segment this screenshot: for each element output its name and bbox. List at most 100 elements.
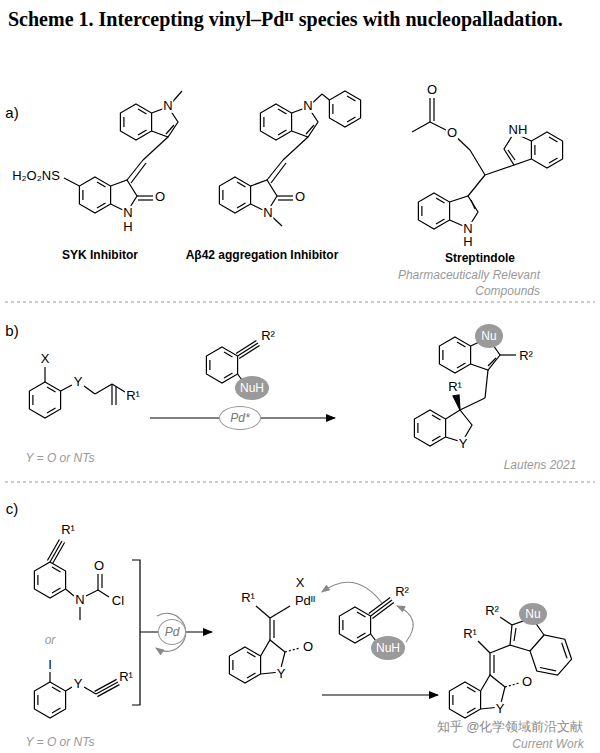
atom-label: O (446, 126, 458, 140)
structure-bonds (493, 655, 494, 673)
atom-label: N (262, 206, 273, 220)
structure-bonds (285, 648, 300, 652)
structure-bonds (504, 133, 531, 165)
structure-bonds (260, 104, 291, 140)
structure-bonds (478, 641, 490, 653)
structure-bonds (95, 384, 112, 394)
structure-bonds (206, 347, 237, 383)
structure-bonds (111, 384, 112, 405)
atom-label: R² (260, 329, 276, 343)
structure-bonds (269, 618, 270, 640)
structure-bonds (50, 541, 62, 562)
atom-label: R¹ (240, 591, 256, 605)
structure-bonds (239, 346, 259, 359)
atom-label: N (122, 206, 133, 220)
panel-divider (5, 302, 595, 303)
structure-bonds (500, 354, 516, 355)
structure-bonds (485, 370, 488, 398)
structure-bonds (120, 104, 151, 140)
structure-bonds (84, 386, 95, 394)
note-text: Y = O or NTs (25, 451, 94, 465)
structure-bonds (500, 617, 512, 625)
structure-bonds (236, 341, 256, 354)
atom-label: H (122, 220, 133, 234)
structure-bonds (95, 679, 117, 691)
atom-label: O (521, 675, 533, 689)
atom-label: R² (518, 349, 534, 363)
atom-label: N (74, 593, 85, 607)
panel-divider (5, 302, 595, 482)
atom-label: R² (394, 585, 410, 599)
atom-label: R² (484, 604, 500, 618)
note-text: Current Work (512, 737, 583, 751)
compound-name: Aβ42 aggregation Inhibitor (186, 248, 339, 262)
electron-arrows (397, 606, 413, 642)
electron-arrows (156, 613, 186, 651)
structure-bonds (433, 98, 434, 121)
atom-label: O (294, 190, 306, 204)
atom-label: N (162, 99, 173, 113)
atom-label: O (426, 83, 438, 97)
structure-bonds (306, 125, 314, 134)
compound-name: Streptindole (445, 251, 515, 265)
note-text: or (45, 633, 56, 647)
structure-bonds (79, 177, 110, 213)
structure-bonds (485, 165, 514, 175)
atom-label: O (93, 559, 105, 573)
node-text: Nu (481, 329, 496, 343)
watermark: 知乎 @化学领域前沿文献 (437, 718, 584, 736)
nucleophile-circle: NuH (371, 636, 405, 660)
structure-bonds (96, 682, 118, 694)
atom-label: R¹ (125, 389, 141, 403)
structure-bonds (470, 150, 485, 175)
structure-bonds (414, 410, 445, 446)
atom-label: Y (458, 437, 469, 451)
structure-bonds (66, 687, 72, 691)
structure-bonds (166, 125, 174, 134)
structure-bonds (84, 687, 96, 694)
structure-bonds (143, 137, 168, 160)
structure-bonds (53, 543, 65, 564)
structure-bonds (29, 91, 571, 718)
structure-bonds (439, 337, 470, 373)
structure-bonds (505, 683, 519, 687)
structure-bonds (49, 672, 50, 682)
catalyst-circle: Pd* (219, 406, 261, 430)
structure-bonds (372, 602, 393, 618)
atom-label: O (302, 640, 314, 654)
structure-bonds (64, 178, 79, 186)
nucleophile-circle: Nu (475, 324, 503, 348)
atom-label: Y (276, 667, 287, 681)
atom-label: R¹ (462, 627, 478, 641)
electron-arrows (322, 582, 382, 603)
structure-bonds (34, 682, 65, 718)
panel-letter: c) (6, 500, 19, 517)
structure-bonds (97, 574, 98, 590)
structure-bonds (112, 384, 125, 392)
structure-bonds (229, 647, 260, 683)
structure-bonds (429, 98, 430, 122)
structure-bonds (449, 682, 480, 718)
structure-bonds (490, 645, 510, 653)
note-text: Pharmaceutically Relevant Compounds (365, 268, 540, 299)
structure-bonds (468, 175, 485, 196)
atom-label: H₂O₂NS (11, 169, 61, 183)
structure-bonds (98, 590, 109, 597)
compound-name: SYK Inhibitor (62, 248, 138, 262)
atom-label: X (40, 352, 51, 366)
panel-letter: a) (5, 104, 18, 121)
structure-bonds (514, 628, 516, 641)
atom-label: H (462, 235, 473, 249)
atom-label: Pdᴵᴵ (294, 594, 316, 608)
structure-bonds (540, 668, 556, 671)
structure-bonds (412, 122, 430, 132)
catalyst-circle: Pd (158, 619, 186, 645)
note-text: Lautens 2021 (504, 458, 577, 472)
structure-bonds (256, 606, 270, 618)
atom-label: R¹ (447, 380, 463, 394)
atom-label: O (154, 190, 166, 204)
structure-bonds (283, 137, 308, 160)
structure-bonds (79, 607, 80, 620)
structure-bonds (97, 685, 119, 697)
structure-bonds (219, 177, 250, 213)
